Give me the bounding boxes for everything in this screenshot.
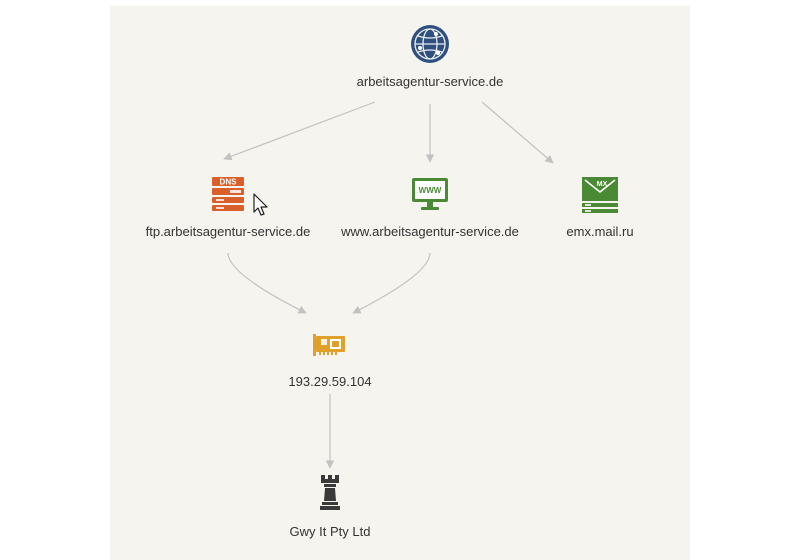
node-label: www.arbeitsagentur-service.de [341, 224, 519, 239]
globe-icon [411, 25, 449, 63]
node-label: arbeitsagentur-service.de [356, 74, 504, 89]
graph-edges [223, 101, 554, 469]
node-www[interactable]: WWW www.arbeitsagentur-service.de [330, 176, 530, 239]
node-label: 193.29.59.104 [288, 374, 372, 389]
node-mx[interactable]: MX emx.mail.ru [530, 176, 670, 239]
graph-canvas[interactable]: arbeitsagentur-service.de DNS ftp.arbeit… [110, 6, 690, 560]
edge-domain-ftp[interactable] [223, 101, 376, 161]
www-monitor-icon: WWW [412, 178, 448, 210]
edge-www-ip[interactable] [352, 252, 431, 314]
mouse-pointer-icon [253, 193, 268, 216]
chess-rook-icon [320, 475, 340, 510]
mx-icon-text: MX [597, 181, 608, 188]
node-ftp[interactable]: DNS ftp.arbeitsagentur-service.de [128, 176, 328, 239]
www-icon-text: WWW [419, 186, 442, 195]
node-label: emx.mail.ru [566, 224, 634, 239]
mx-mail-server-icon: MX [582, 177, 618, 213]
edge-ftp-ip[interactable] [227, 252, 307, 314]
edge-domain-mx[interactable] [481, 101, 554, 164]
node-org[interactable]: Gwy It Pty Ltd [240, 474, 420, 539]
node-label: Gwy It Pty Ltd [289, 524, 371, 539]
dns-icon-text: DNS [220, 178, 238, 187]
node-ip[interactable]: 193.29.59.104 [260, 330, 400, 389]
node-domain[interactable]: arbeitsagentur-service.de [330, 24, 530, 89]
network-card-icon [313, 334, 345, 356]
node-label: ftp.arbeitsagentur-service.de [145, 224, 311, 239]
dns-server-icon: DNS [212, 177, 244, 211]
